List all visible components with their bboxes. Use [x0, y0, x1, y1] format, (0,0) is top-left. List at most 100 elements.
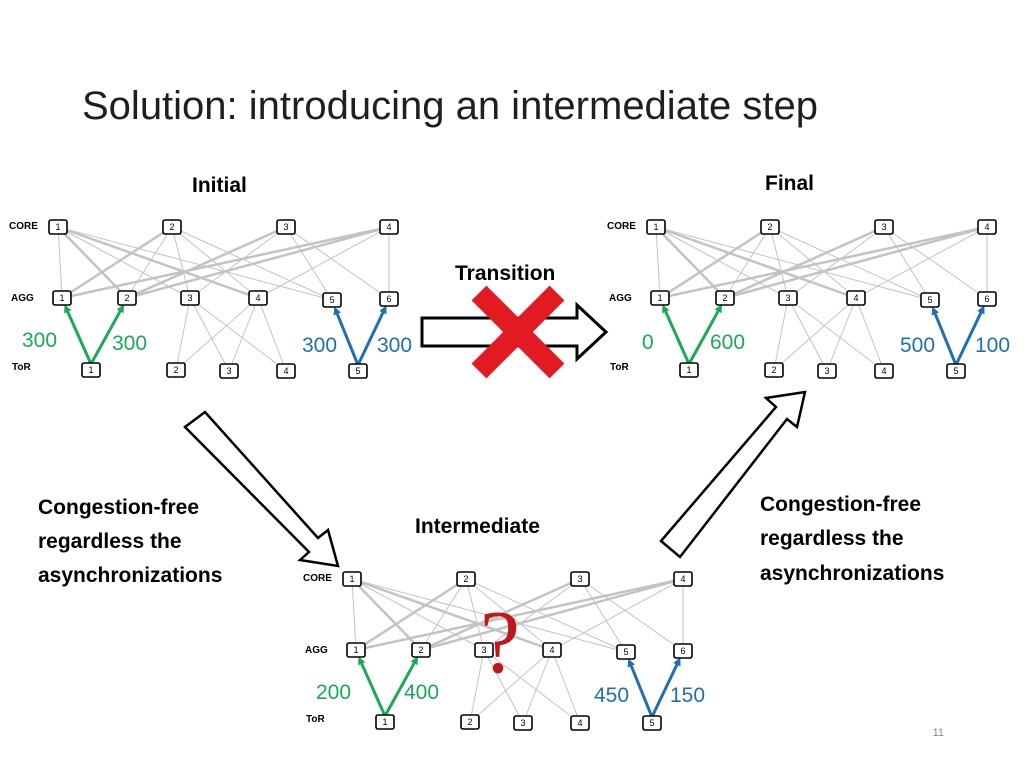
link	[57, 225, 259, 300]
caption-right-line-3: asynchronizations	[760, 562, 944, 585]
topology-title-initial: Initial	[192, 174, 247, 197]
link	[351, 578, 357, 651]
svg-text:1: 1	[55, 222, 60, 232]
link	[551, 649, 581, 724]
agg-layer-label: AGG	[609, 293, 632, 304]
svg-text:4: 4	[283, 366, 288, 376]
link	[189, 297, 230, 372]
link	[355, 577, 467, 652]
svg-text:5: 5	[355, 366, 360, 376]
svg-text:1: 1	[349, 574, 354, 584]
svg-text:6: 6	[984, 294, 989, 304]
agg-switch-2: 2	[715, 290, 735, 306]
link	[483, 649, 581, 724]
link	[769, 226, 789, 299]
caption-right: Congestion-free regardless the asynchron…	[760, 493, 944, 585]
flow-label-green-left: 300	[22, 329, 57, 352]
tor-layer-label: ToR	[610, 362, 629, 373]
agg-switch-4: 4	[542, 642, 562, 658]
svg-text:4: 4	[984, 222, 989, 232]
svg-text:3: 3	[283, 222, 288, 232]
link	[579, 578, 627, 653]
link	[61, 225, 173, 300]
flow-arrow-green	[687, 304, 722, 365]
link	[189, 297, 287, 372]
link	[257, 297, 287, 372]
svg-text:3: 3	[785, 293, 790, 303]
svg-text:4: 4	[549, 645, 554, 655]
tor-switch-5: 5	[642, 715, 662, 731]
caption-left-line-2: regardless the	[38, 530, 182, 553]
agg-switch-2: 2	[411, 642, 431, 658]
arrow-initial-to-intermediate	[183, 410, 340, 568]
svg-text:3: 3	[881, 222, 886, 232]
link	[420, 577, 684, 652]
flow-label-blue-right: 150	[670, 684, 705, 707]
agg-switch-3: 3	[180, 290, 200, 306]
svg-text:2: 2	[722, 293, 727, 303]
link	[773, 297, 857, 371]
core-switch-4: 4	[977, 219, 997, 235]
caption-right-line-1: Congestion-free	[760, 493, 921, 516]
svg-text:4: 4	[386, 222, 391, 232]
question-mark-icon: ?	[480, 593, 520, 692]
tor-switch-5: 5	[946, 363, 966, 379]
link	[171, 226, 191, 299]
flow-arrow-green	[662, 304, 691, 365]
link	[57, 226, 333, 301]
svg-text:5: 5	[649, 718, 654, 728]
link	[175, 297, 191, 371]
tor-switch-4: 4	[570, 715, 590, 731]
link	[175, 297, 259, 371]
link	[465, 578, 553, 651]
svg-text:2: 2	[767, 222, 772, 232]
agg-switch-4: 4	[248, 290, 268, 306]
svg-text:4: 4	[881, 366, 886, 376]
core-switch-2: 2	[760, 219, 780, 235]
agg-switch-6: 6	[673, 643, 693, 659]
tor-switch-1: 1	[81, 362, 101, 378]
link	[483, 649, 524, 724]
flow-label-blue-right: 300	[377, 334, 412, 357]
tor-switch-1: 1	[679, 362, 699, 378]
svg-text:4: 4	[853, 293, 858, 303]
link	[724, 226, 771, 299]
tor-switch-1: 1	[375, 714, 395, 730]
link	[285, 226, 333, 301]
svg-text:5: 5	[953, 366, 958, 376]
svg-text:1: 1	[353, 645, 358, 655]
flow-arrow-blue	[931, 306, 958, 366]
flow-label-green-right: 600	[710, 331, 745, 354]
link	[228, 297, 259, 372]
tor-switch-2: 2	[166, 362, 186, 378]
link	[826, 297, 857, 372]
link	[655, 226, 661, 299]
link	[655, 226, 931, 301]
link	[257, 226, 390, 299]
link	[579, 578, 684, 652]
svg-text:3: 3	[187, 293, 192, 303]
tor-switch-4: 4	[874, 363, 894, 379]
svg-text:3: 3	[577, 574, 582, 584]
link	[769, 226, 857, 299]
svg-text:1: 1	[88, 365, 93, 375]
page-number: 11	[932, 727, 944, 739]
agg-switch-3: 3	[474, 642, 494, 658]
link	[171, 226, 259, 299]
flow-label-blue-right: 100	[975, 334, 1010, 357]
link	[126, 226, 173, 299]
link	[351, 578, 627, 653]
caption-left-line-1: Congestion-free	[38, 496, 199, 519]
tor-switch-2: 2	[460, 714, 480, 730]
svg-text:3: 3	[226, 366, 231, 376]
topology-title-final: Final	[765, 172, 814, 195]
link	[787, 297, 828, 372]
flow-arrow-green	[64, 304, 93, 365]
flow-arrow-blue	[333, 306, 360, 366]
svg-text:2: 2	[467, 717, 472, 727]
agg-switch-2: 2	[117, 290, 137, 306]
flows	[64, 304, 387, 366]
flow-arrow-green	[358, 656, 387, 717]
